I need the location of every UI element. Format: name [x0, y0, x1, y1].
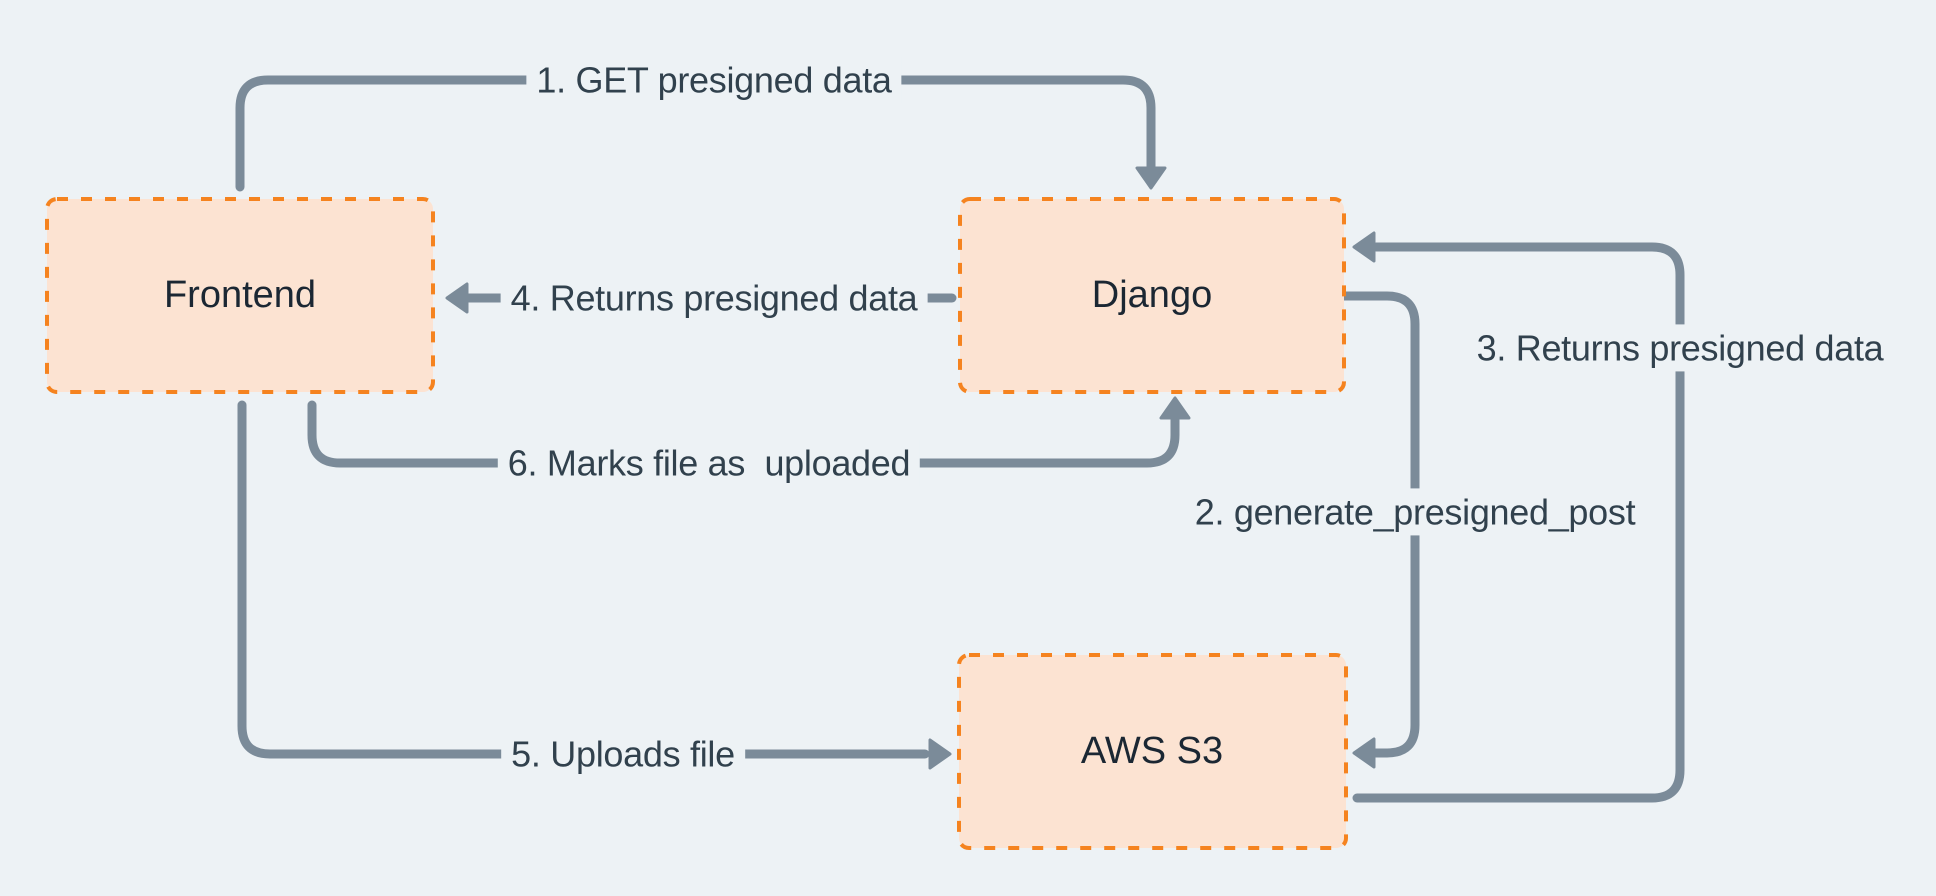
node-frontend-label: Frontend: [163, 274, 317, 317]
edge-label-returns-presigned-data-to-frontend: 4. Returns presigned data: [500, 274, 928, 322]
node-django: [958, 197, 1346, 394]
arrowhead-left-icon: [1352, 737, 1376, 769]
edge-label-uploads-file: 5. Uploads file: [501, 730, 745, 778]
arrowhead-right-icon: [928, 738, 952, 770]
edge-label-get-presigned-data: 1. GET presigned data: [526, 56, 902, 104]
arrowhead-left-icon: [1352, 231, 1376, 263]
arrowhead-up-icon: [1159, 396, 1191, 420]
edge-label-generate-presigned-post: 2. generate_presigned_post: [1184, 488, 1646, 536]
node-frontend: [45, 197, 435, 394]
node-django-label: Django: [1091, 274, 1213, 317]
arrowhead-down-icon: [1135, 166, 1167, 190]
edge-label-marks-file-as-uploaded: 6. Marks file as uploaded: [497, 439, 921, 487]
arrowhead-left-icon: [445, 282, 469, 314]
edge-returns-presigned-data-to-django: [1352, 242, 1685, 803]
node-aws-s3: [957, 653, 1348, 850]
edge-uploads-file: [237, 400, 930, 759]
edge-label-returns-presigned-data-to-django: 3. Returns presigned data: [1466, 324, 1894, 372]
node-aws-s3-label: AWS S3: [1080, 730, 1224, 773]
